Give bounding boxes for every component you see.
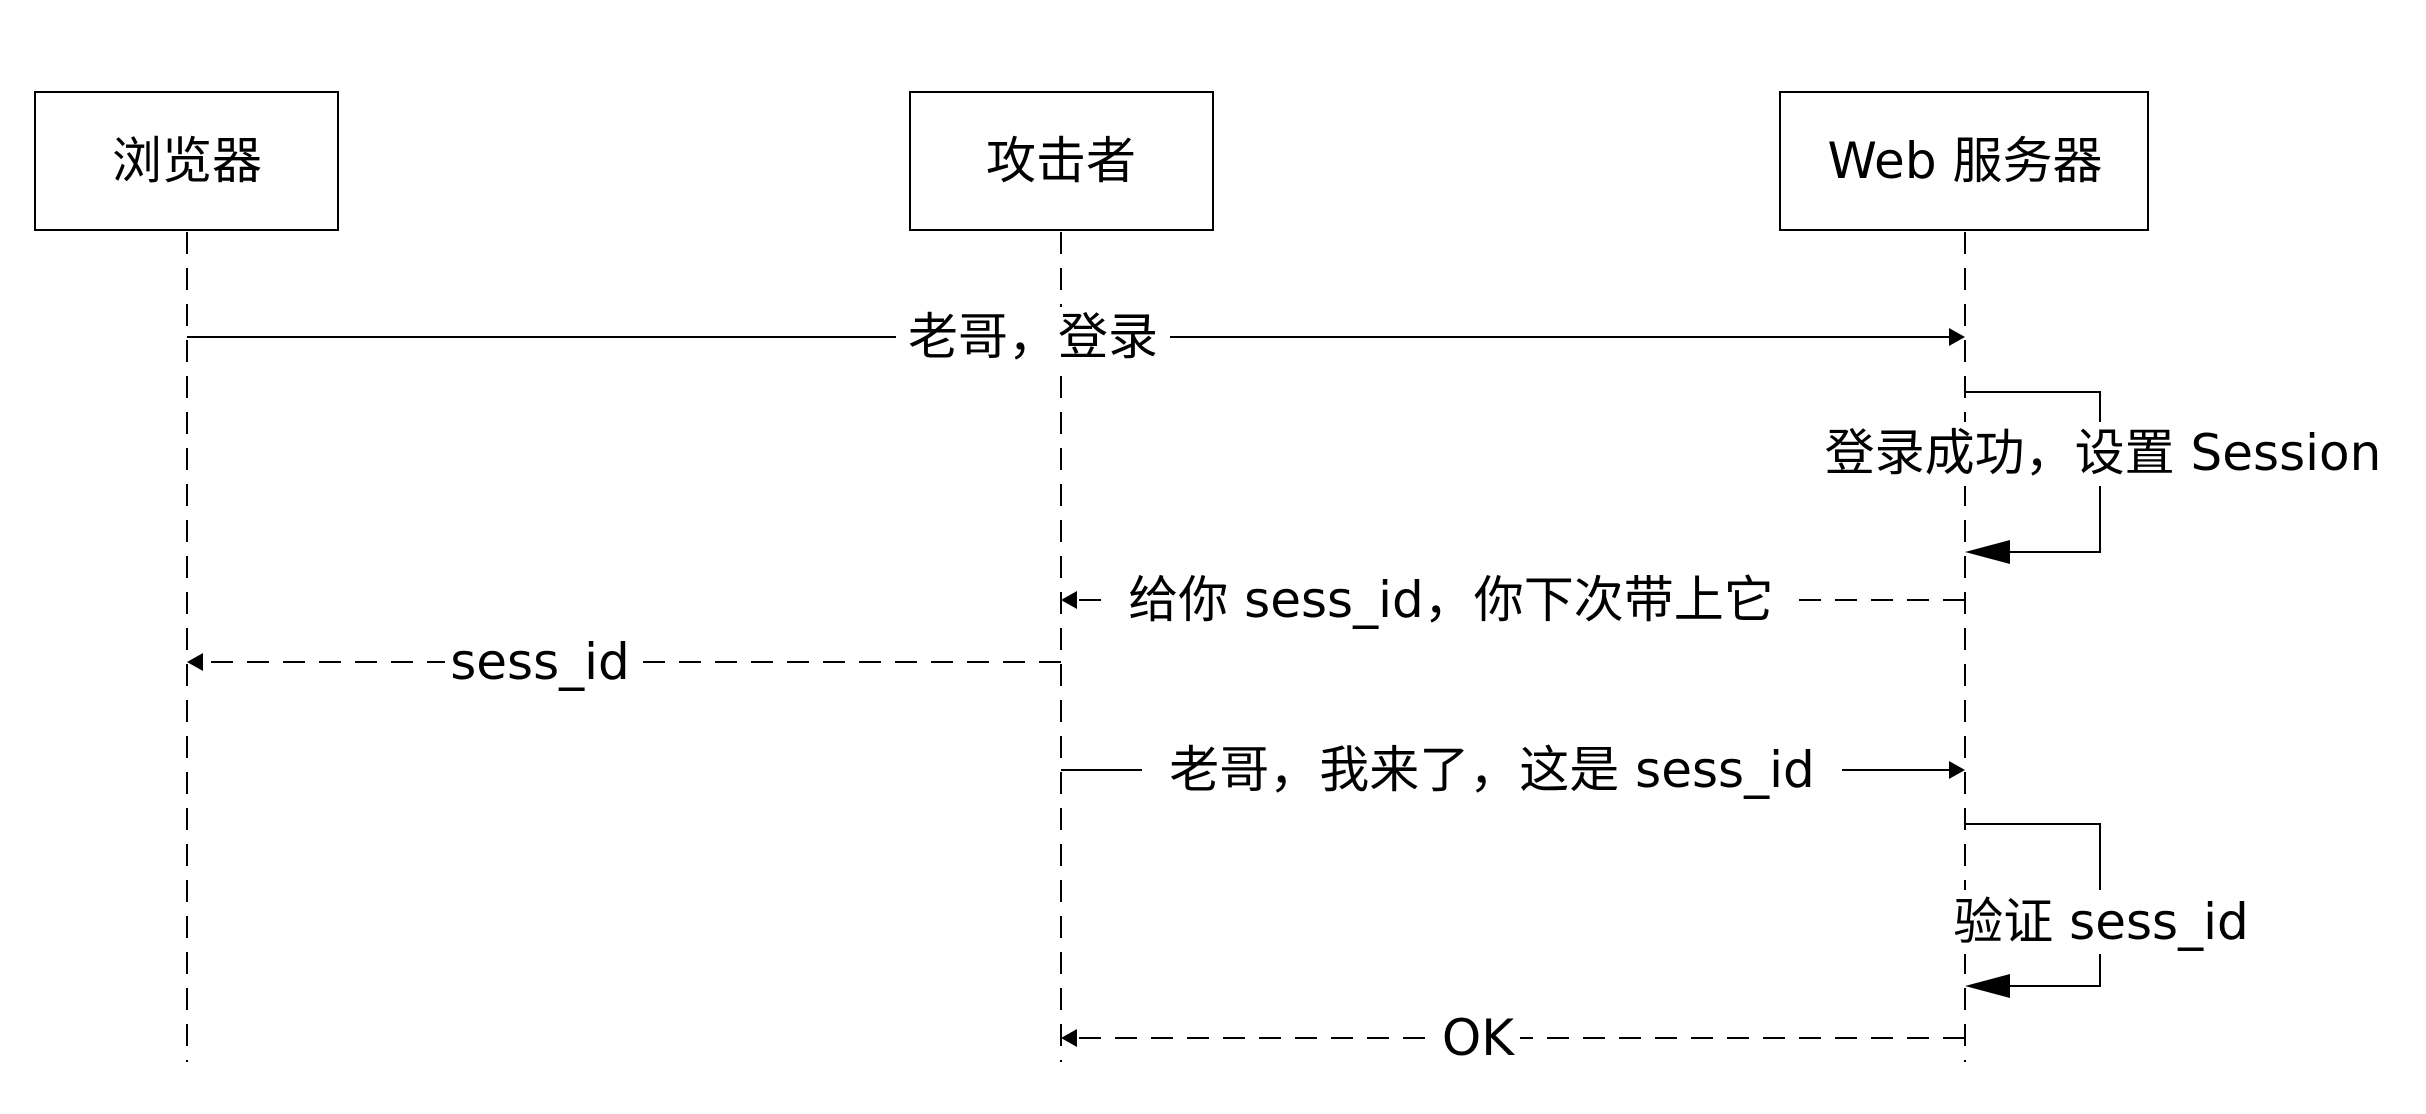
participant-server: Web 服务器: [1779, 91, 2149, 231]
message-sess-id-to-browser: sess_id: [187, 630, 1061, 694]
arrowhead-left: [1061, 1029, 1077, 1047]
participant-attacker: 攻击者: [909, 91, 1214, 231]
message-give-sess-id-label: 给你 sess_id，你下次带上它: [1128, 571, 1773, 629]
participant-browser-label: 浏览器: [112, 132, 262, 190]
arrowhead-right: [1949, 761, 1965, 779]
arrowhead-left-large: [1965, 540, 2010, 564]
participant-browser: 浏览器: [34, 91, 339, 231]
message-login-label: 老哥，登录: [908, 308, 1158, 366]
arrowhead-left-large: [1965, 974, 2010, 998]
arrowhead-right: [1949, 328, 1965, 346]
message-login-success: 登录成功，设置 Session: [1805, 391, 2401, 564]
message-attacker-request: 老哥，我来了，这是 sess_id: [1061, 738, 1965, 802]
message-ok-label: OK: [1442, 1009, 1515, 1067]
message-ok: OK: [1061, 1006, 1965, 1070]
message-login: 老哥，登录: [187, 307, 1965, 369]
participant-attacker-label: 攻击者: [986, 132, 1136, 190]
message-give-sess-id: 给你 sess_id，你下次带上它: [1061, 568, 1965, 632]
arrowhead-left: [1061, 591, 1077, 609]
arrowhead-left: [187, 653, 203, 671]
message-verify-label: 验证 sess_id: [1953, 893, 2248, 951]
message-login-success-label: 登录成功，设置 Session: [1825, 424, 2382, 482]
message-sess-id-to-browser-label: sess_id: [450, 633, 630, 691]
message-attacker-request-label: 老哥，我来了，这是 sess_id: [1169, 741, 1814, 799]
message-verify: 验证 sess_id: [1942, 823, 2260, 998]
participant-server-label: Web 服务器: [1828, 132, 2103, 190]
